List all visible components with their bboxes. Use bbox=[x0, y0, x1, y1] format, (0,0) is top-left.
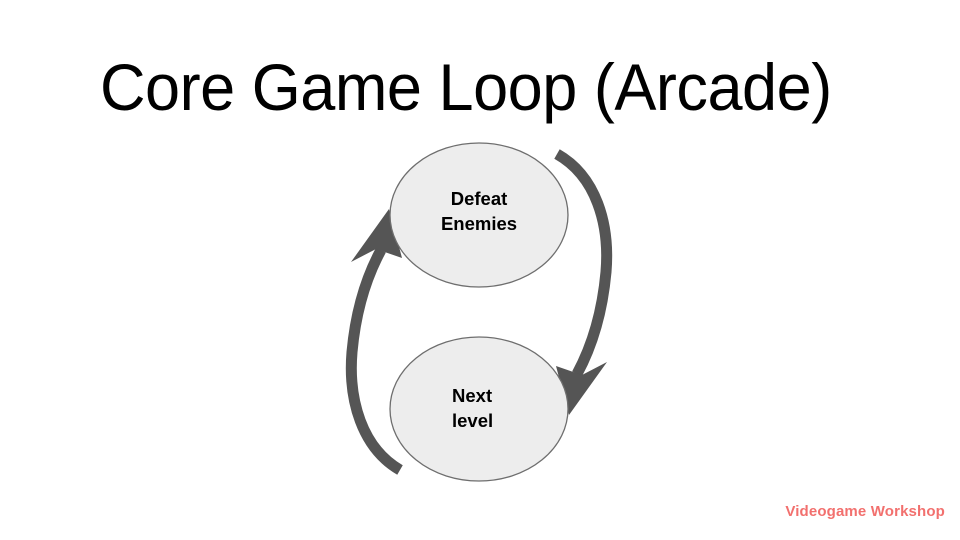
footer-brand-label: Videogame Workshop bbox=[785, 503, 945, 520]
page-title: Core Game Loop (Arcade) bbox=[100, 50, 832, 124]
node-next-level-label: Next level bbox=[452, 385, 494, 431]
arrow-defeat-enemies-to-next-level bbox=[554, 149, 613, 415]
arrow-next-level-to-defeat-enemies bbox=[345, 209, 403, 475]
node-next-level[interactable] bbox=[389, 336, 569, 482]
node-defeat-enemies-label: Defeat Enemies bbox=[440, 188, 518, 234]
node-defeat-enemies[interactable] bbox=[389, 142, 569, 288]
